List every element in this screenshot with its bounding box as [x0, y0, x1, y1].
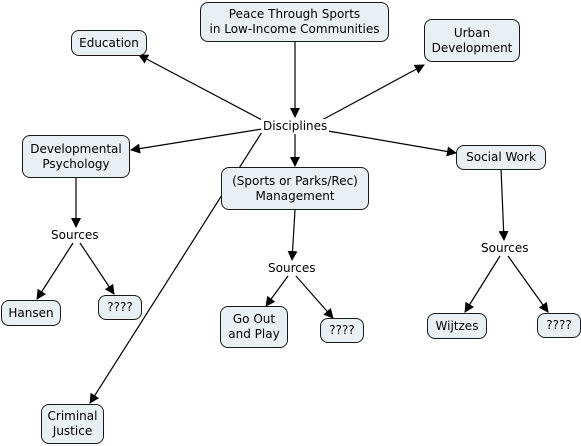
concept-education[interactable]: Education [71, 30, 147, 56]
concept-urban-development[interactable]: Urban Development [424, 19, 520, 62]
edge-sources-goout [265, 275, 289, 307]
concept-management[interactable]: (Sports or Parks/Rec) Management [221, 167, 369, 210]
link-label-disciplines: Disciplines [261, 119, 330, 133]
edge-sources-unknown3 [507, 255, 549, 313]
edge-socialwork-sources [498, 167, 509, 241]
edge-disciplines-education [138, 54, 263, 121]
concept-unknown-1[interactable]: ???? [98, 295, 142, 320]
concept-unknown-2[interactable]: ???? [320, 318, 364, 343]
concept-social-work[interactable]: Social Work [456, 145, 546, 170]
edge-disciplines-socialwork [327, 130, 457, 157]
concept-criminal-justice[interactable]: Criminal Justice [41, 404, 104, 444]
link-label-sources-left: Sources [49, 228, 101, 242]
concept-root[interactable]: Peace Through Sports in Low-Income Commu… [200, 2, 389, 42]
edge-sources-unknown2 [295, 275, 334, 319]
concept-go-out-and-play[interactable]: Go Out and Play [220, 306, 288, 348]
edge-sources-hansen [36, 242, 74, 300]
edge-disciplines-devpsych [130, 128, 263, 154]
concept-hansen[interactable]: Hansen [1, 300, 61, 326]
concept-unknown-3[interactable]: ???? [537, 313, 581, 338]
concept-developmental-psychology[interactable]: Developmental Psychology [22, 135, 130, 178]
edge-sources-wijtzes [464, 255, 501, 313]
edge-disciplines-urban [321, 64, 425, 121]
link-label-sources-right: Sources [479, 241, 531, 255]
edge-mgmt-sources [287, 209, 298, 261]
edge-sources-unknown1 [79, 242, 115, 295]
link-label-sources-mid: Sources [266, 261, 318, 275]
concept-wijtzes[interactable]: Wijtzes [427, 313, 487, 339]
